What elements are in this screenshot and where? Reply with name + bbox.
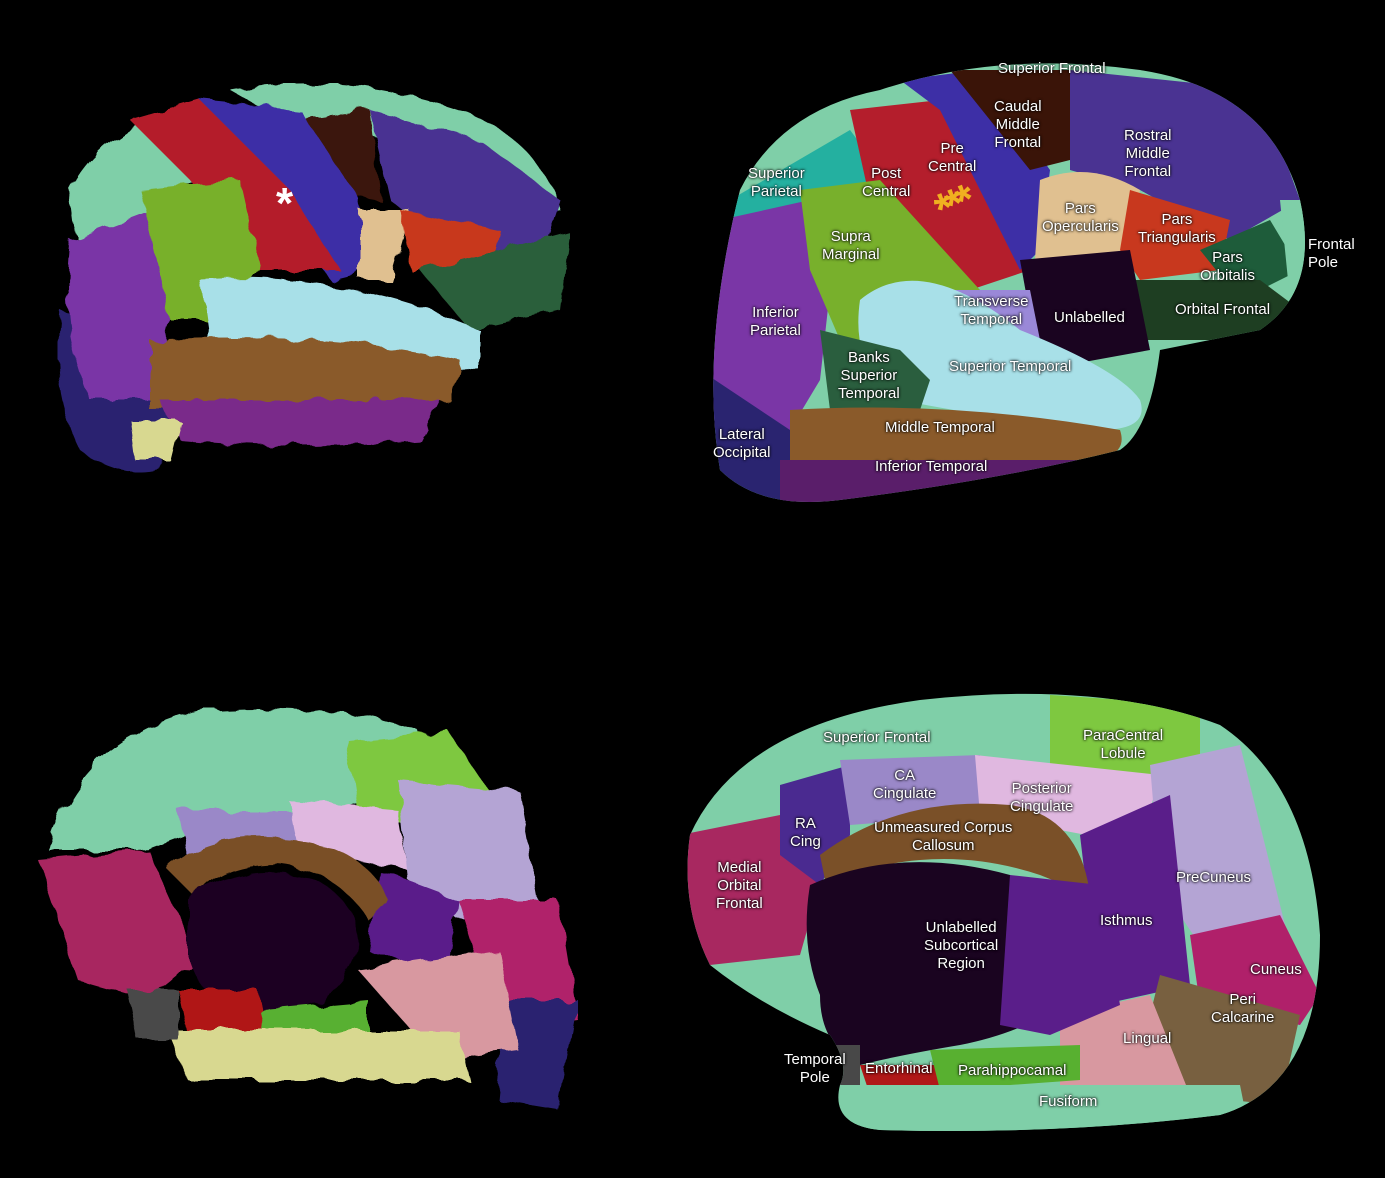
label-peri-calcarine: Peri Calcarine (1211, 991, 1275, 1026)
label-superior-temporal: Superior Temporal (949, 358, 1072, 375)
label-superior-frontal: Superior Frontal (823, 729, 931, 746)
region-pars-triangularis (400, 210, 500, 270)
region-pars-opercularis (360, 210, 410, 280)
region-lingual (1060, 995, 1190, 1095)
region-pars-opercularis (1035, 172, 1140, 264)
region-isthmus-lower (1000, 875, 1120, 1035)
region-fusiform-tip (130, 420, 180, 460)
label-supra-marginal: Supra Marginal (822, 228, 880, 263)
label-precuneus: PreCuneus (1176, 869, 1252, 886)
label-superior-parietal: Superior Parietal (748, 165, 805, 200)
label-inferior-temporal: Inferior Temporal (875, 458, 988, 475)
region-pars-triangularis (1120, 190, 1230, 280)
label-medial-orbital-frontal: Medial Orbital Frontal (716, 859, 763, 912)
region-precuneus (398, 780, 538, 920)
medial-inflated-brain: Superior Frontal ParaCentral Lobule CA C… (680, 685, 1330, 1135)
label-unlabelled: Unlabelled (1054, 309, 1125, 326)
label-pars-orbitalis: Pars Orbitalis (1200, 249, 1256, 284)
region-superior-frontal (48, 707, 438, 850)
region-orbital-frontal (420, 230, 570, 330)
region-superior-temporal (858, 280, 1142, 430)
region-entorhinal (178, 990, 268, 1040)
label-rostral-middle-frontal: Rostral Middle Frontal (1124, 127, 1172, 180)
region-postcentral (850, 100, 1030, 290)
region-frontal-pole (1280, 200, 1306, 310)
region-fusiform (168, 1030, 468, 1080)
lateral-folded-brain: * (40, 70, 600, 490)
label-unlabelled-subcortical-region: Unlabelled Subcortical Region (924, 919, 999, 972)
region-corpus-callosum (820, 803, 1090, 905)
label-post-central: Post Central (862, 165, 911, 200)
label-middle-temporal: Middle Temporal (885, 419, 995, 436)
label-orbital-frontal: Orbital Frontal (1175, 301, 1271, 318)
region-rostral-middle-frontal (370, 110, 560, 260)
label-lateral-occipital: Lateral Occipital (713, 426, 771, 461)
label-pre-central: Pre Central (928, 140, 977, 175)
lateral-folded-brain-svg (57, 83, 570, 473)
region-lingual (358, 950, 518, 1060)
label-parahippocampal: Parahippocamal (958, 1062, 1067, 1079)
region-middle-temporal (150, 337, 460, 410)
label-pars-opercularis: Pars Opercularis (1042, 200, 1119, 235)
region-pericalcarine (1150, 975, 1300, 1105)
label-fusiform: Fusiform (1039, 1093, 1098, 1110)
region-unlabelled-subcortical (188, 872, 358, 1012)
region-corpus-callosum (168, 838, 388, 920)
region-banks-sts (820, 330, 930, 410)
region-parahippocampal (930, 1045, 1080, 1090)
label-pars-triangularis: Pars Triangularis (1138, 211, 1216, 246)
label-ca-cingulate: CA Cingulate (873, 767, 937, 802)
label-frontal-pole: Frontal Pole (1308, 236, 1355, 271)
region-unlabelled (1020, 250, 1150, 370)
medial-folded-brain-svg (38, 707, 578, 1110)
lateral-inflated-brain-svg (713, 63, 1306, 502)
label-ra-cing: RA Cing (790, 815, 821, 850)
region-inferior-temporal (160, 400, 440, 445)
label-unmeasured-corpus-callosum: Unmeasured Corpus Callosum (874, 819, 1013, 854)
label-paracentral-lobule: ParaCentral Lobule (1083, 727, 1164, 762)
region-isthmus (368, 870, 458, 980)
medial-folded-brain (38, 700, 598, 1120)
white-star-marker: * (276, 179, 294, 228)
region-caudal-middle-frontal (950, 70, 1070, 170)
region-orbital-frontal (1130, 280, 1300, 340)
label-inferior-parietal: Inferior Parietal (750, 304, 801, 339)
label-transverse-temporal: Transverse Temporal (954, 293, 1029, 328)
region-lateral-occipital (498, 1000, 578, 1110)
label-entorhinal: Entorhinal (865, 1060, 933, 1077)
label-caudal-middle-frontal: Caudal Middle Frontal (994, 98, 1042, 151)
lateral-inflated-brain: Superior Frontal Caudal Middle Frontal R… (700, 50, 1355, 510)
region-middle-temporal (790, 407, 1122, 470)
label-temporal-pole: Temporal Pole (784, 1051, 846, 1086)
label-cuneus: Cuneus (1250, 961, 1302, 978)
region-inferior-parietal (713, 200, 830, 430)
region-inferior-parietal (67, 210, 170, 400)
medial-inflated-brain-svg (687, 693, 1320, 1131)
label-posterior-cingulate: Posterior Cingulate (1010, 780, 1074, 815)
label-superior-frontal: Superior Frontal (998, 60, 1106, 77)
region-medial-orbital-frontal (38, 850, 198, 1000)
label-lingual: Lingual (1123, 1030, 1172, 1047)
label-isthmus: Isthmus (1100, 912, 1153, 929)
region-precuneus (1150, 745, 1290, 945)
region-rostral-middle-frontal (1070, 70, 1300, 240)
region-temporal-pole (128, 990, 178, 1040)
label-banks-superior-temporal: Banks Superior Temporal (838, 349, 900, 402)
